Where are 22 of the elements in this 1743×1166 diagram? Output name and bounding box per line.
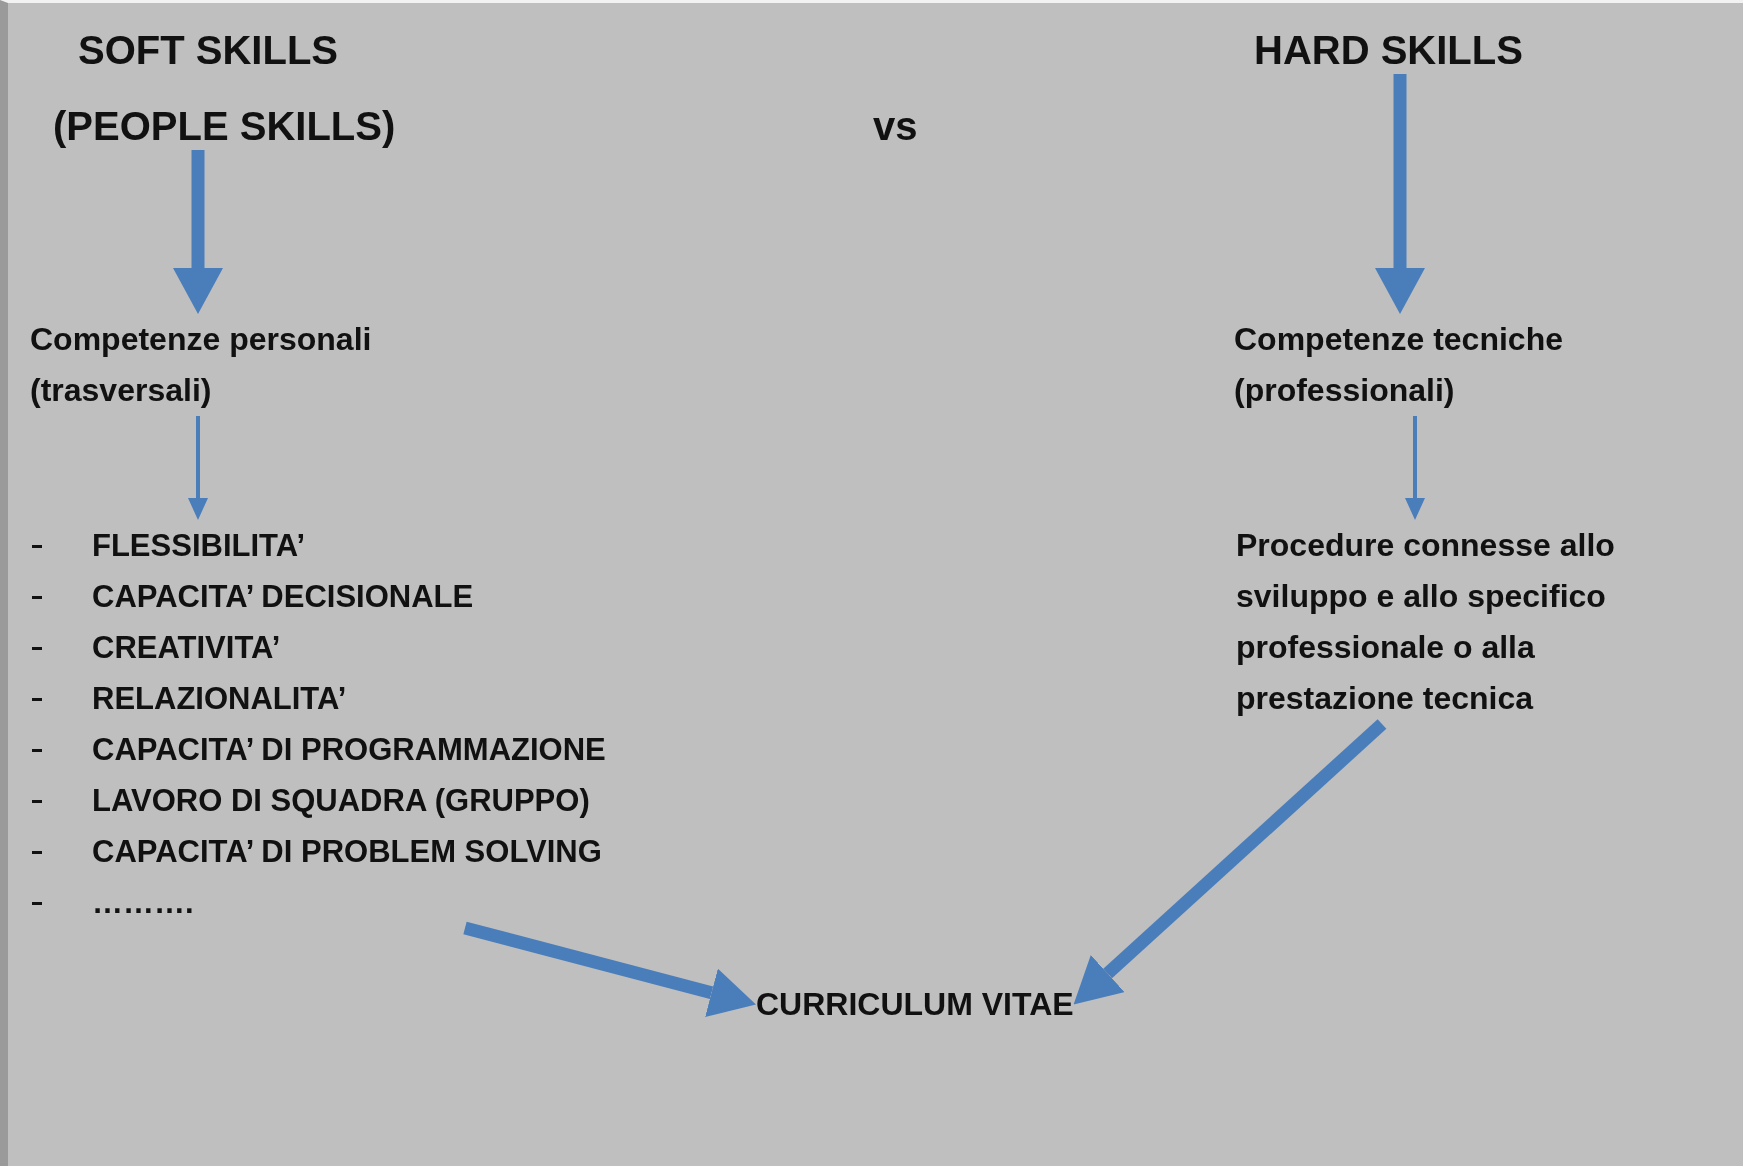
- arrow: [463, 921, 756, 1017]
- arrow: [1073, 719, 1387, 1005]
- list-item: ……….: [30, 877, 606, 928]
- list-item: CAPACITA’ DECISIONALE: [30, 571, 606, 622]
- list-item: CAPACITA’ DI PROGRAMMAZIONE: [30, 724, 606, 775]
- node-text: CURRICULUM VITAE: [756, 985, 1074, 1024]
- vs-label: vs: [873, 103, 918, 150]
- arrow: [1375, 74, 1425, 314]
- node-text: Competenze personali (trasversali): [30, 320, 373, 410]
- heading: HARD SKILLS: [1254, 27, 1523, 74]
- heading: (PEOPLE SKILLS): [53, 103, 396, 150]
- list-item: CAPACITA’ DI PROBLEM SOLVING: [30, 826, 606, 877]
- node-text: Procedure connesse allo sviluppo e allo specifico professionale o alla prestazione tecnica: [1236, 526, 1616, 718]
- heading: SOFT SKILLS: [78, 27, 339, 74]
- node-text: Competenze tecniche (professionali): [1234, 320, 1564, 410]
- list-item: LAVORO DI SQUADRA (GRUPPO): [30, 775, 606, 826]
- list-item: RELAZIONALITA’: [30, 673, 606, 724]
- arrow: [1405, 416, 1425, 520]
- list-item: FLESSIBILITA’: [30, 520, 606, 571]
- list-item: CREATIVITA’: [30, 622, 606, 673]
- arrow: [173, 150, 223, 314]
- arrow: [188, 416, 208, 520]
